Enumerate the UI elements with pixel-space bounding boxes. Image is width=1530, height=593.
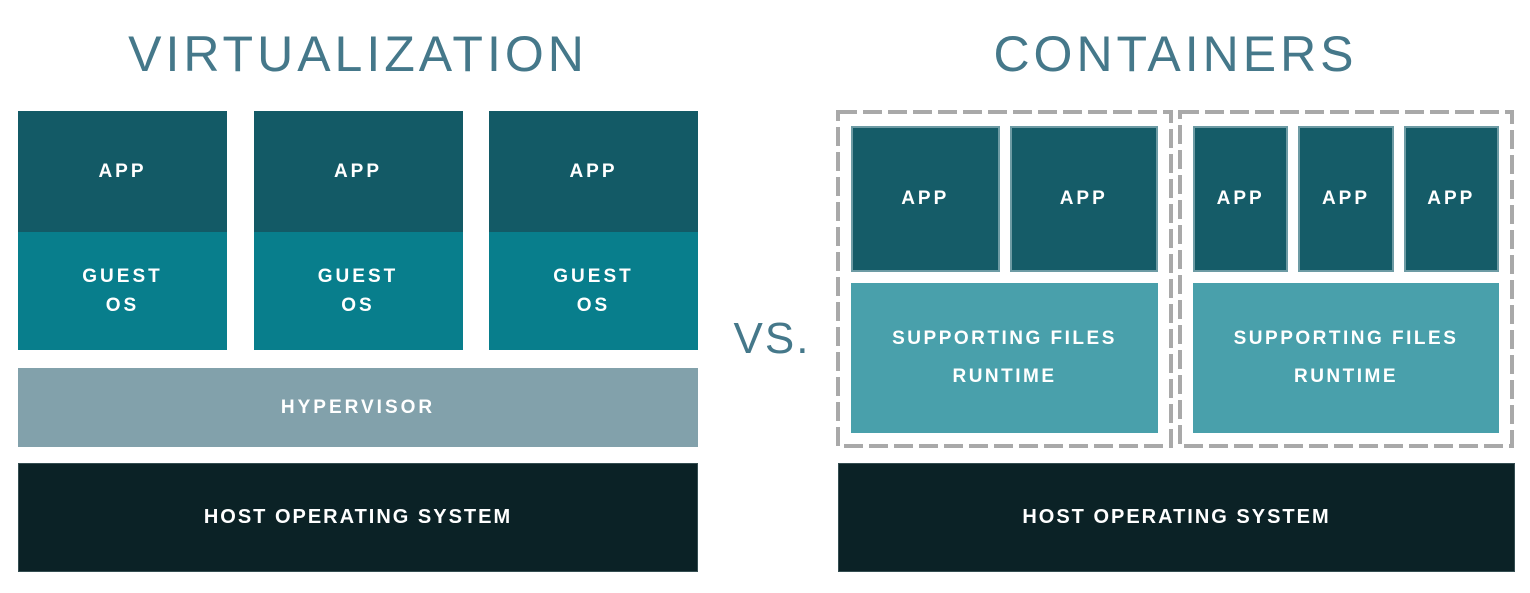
app-box: APP [1298,126,1394,272]
app-label: APP [1427,188,1476,209]
vs-label: VS. [733,314,811,363]
guest-os-label: GUEST OS [317,266,399,316]
guest-os-box: GUEST OS [489,232,698,350]
supporting-files-label: SUPPORTING FILES RUNTIME [892,328,1117,387]
app-box: APP [489,111,698,232]
supporting-files-box: SUPPORTING FILES RUNTIME [1193,283,1499,433]
app-box: APP [18,111,227,232]
dashed-border [836,110,1173,448]
host-os-label: HOST OPERATING SYSTEM [203,506,513,528]
guest-os-label: GUEST OS [553,266,634,316]
app-label: APP [98,160,147,182]
app-box: APP [1009,126,1158,272]
container-apps-row: APP APP APP [1193,126,1499,272]
app-box: APP [851,126,1000,272]
host-os-label: HOST OPERATING SYSTEM [1022,506,1331,528]
supporting-files-box: SUPPORTING FILES RUNTIME [851,283,1158,433]
guest-os-label: GUEST OS [82,266,163,316]
container-group-1: APP APP SUPPORTING FILES RUNTIME [836,110,1173,448]
app-box: APP [1403,126,1499,272]
vm-column-2: APP GUEST OS [253,111,463,350]
guest-os-box: GUEST OS [18,232,227,350]
app-label: APP [569,160,618,182]
app-box: APP [253,111,463,232]
container-apps-row: APP APP [851,126,1158,272]
vm-column-3: APP GUEST OS [489,111,698,350]
hypervisor-label: HYPERVISOR [280,396,436,418]
dashed-border [1178,110,1514,448]
host-os-bar-right: HOST OPERATING SYSTEM [838,463,1515,572]
app-label: APP [1216,188,1265,209]
guest-os-box: GUEST OS [253,232,463,350]
hypervisor-bar: HYPERVISOR [18,368,698,447]
container-group-2: APP APP APP SUPPORTING FILES RUNTIME [1178,110,1514,448]
vm-column-1: APP GUEST OS [18,111,227,350]
supporting-files-label: SUPPORTING FILES RUNTIME [1233,328,1459,387]
app-label: APP [1321,188,1371,209]
virtualization-title: VIRTUALIZATION [128,26,588,82]
app-box: APP [1193,126,1289,272]
app-label: APP [1059,188,1108,209]
vm-columns-row: APP GUEST OS APP GUEST OS APP GUEST OS [18,111,698,350]
app-label: APP [901,188,950,209]
containers-title: CONTAINERS [993,26,1358,82]
host-os-bar-left: HOST OPERATING SYSTEM [18,463,698,572]
app-label: APP [333,160,383,182]
